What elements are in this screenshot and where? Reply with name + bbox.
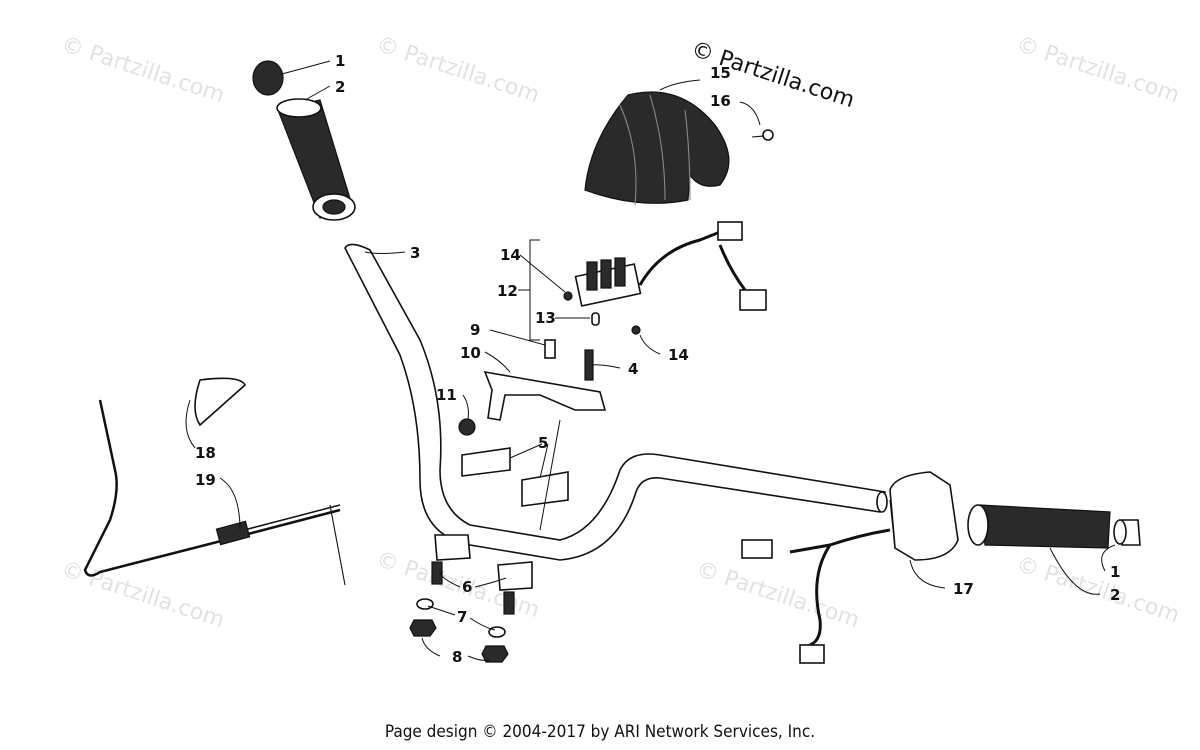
callout-12: 12 — [497, 282, 518, 300]
callout-4: 4 — [628, 360, 638, 378]
callout-11: 11 — [436, 386, 457, 404]
callout-1-right: 1 — [1110, 563, 1120, 581]
callout-labels: 1 2 3 4 5 6 7 8 9 10 11 12 13 14 14 15 1… — [195, 52, 1120, 666]
handlebar-pod — [584, 91, 774, 206]
callout-2-right: 2 — [1110, 586, 1120, 604]
right-grip-assembly — [741, 471, 1141, 664]
switch-block — [563, 221, 767, 335]
lower-clamps — [409, 534, 533, 663]
callout-16: 16 — [710, 92, 731, 110]
leader-lines — [185, 60, 1116, 661]
watermark-faint: © Partzilla.com — [58, 32, 227, 108]
callout-1: 1 — [335, 52, 345, 70]
left-grip — [252, 60, 356, 221]
handlebar — [344, 243, 888, 561]
callout-9: 9 — [470, 321, 480, 339]
watermark-faint: © Partzilla.com — [1013, 552, 1182, 628]
callout-6: 6 — [462, 578, 472, 596]
watermark-faint: © Partzilla.com — [1013, 32, 1182, 108]
callout-8: 8 — [452, 648, 462, 666]
watermark-faint: © Partzilla.com — [693, 557, 862, 633]
watermark-faint: © Partzilla.com — [58, 557, 227, 633]
footer-copyright: Page design © 2004-2017 by ARI Network S… — [384, 722, 816, 742]
callout-14-top: 14 — [500, 246, 521, 264]
throttle-cable — [83, 377, 346, 586]
callout-13: 13 — [535, 309, 556, 327]
mount-bracket — [458, 339, 607, 507]
callout-14-bottom: 14 — [668, 346, 689, 364]
callout-19: 19 — [195, 471, 216, 489]
callout-7: 7 — [457, 608, 467, 626]
callout-2: 2 — [335, 78, 345, 96]
callout-18: 18 — [195, 444, 216, 462]
watermark-faint: © Partzilla.com — [373, 32, 542, 108]
callout-5: 5 — [538, 434, 548, 452]
callout-15: 15 — [710, 64, 731, 82]
callout-17: 17 — [953, 580, 974, 598]
callout-3: 3 — [410, 244, 420, 262]
callout-10: 10 — [460, 344, 481, 362]
